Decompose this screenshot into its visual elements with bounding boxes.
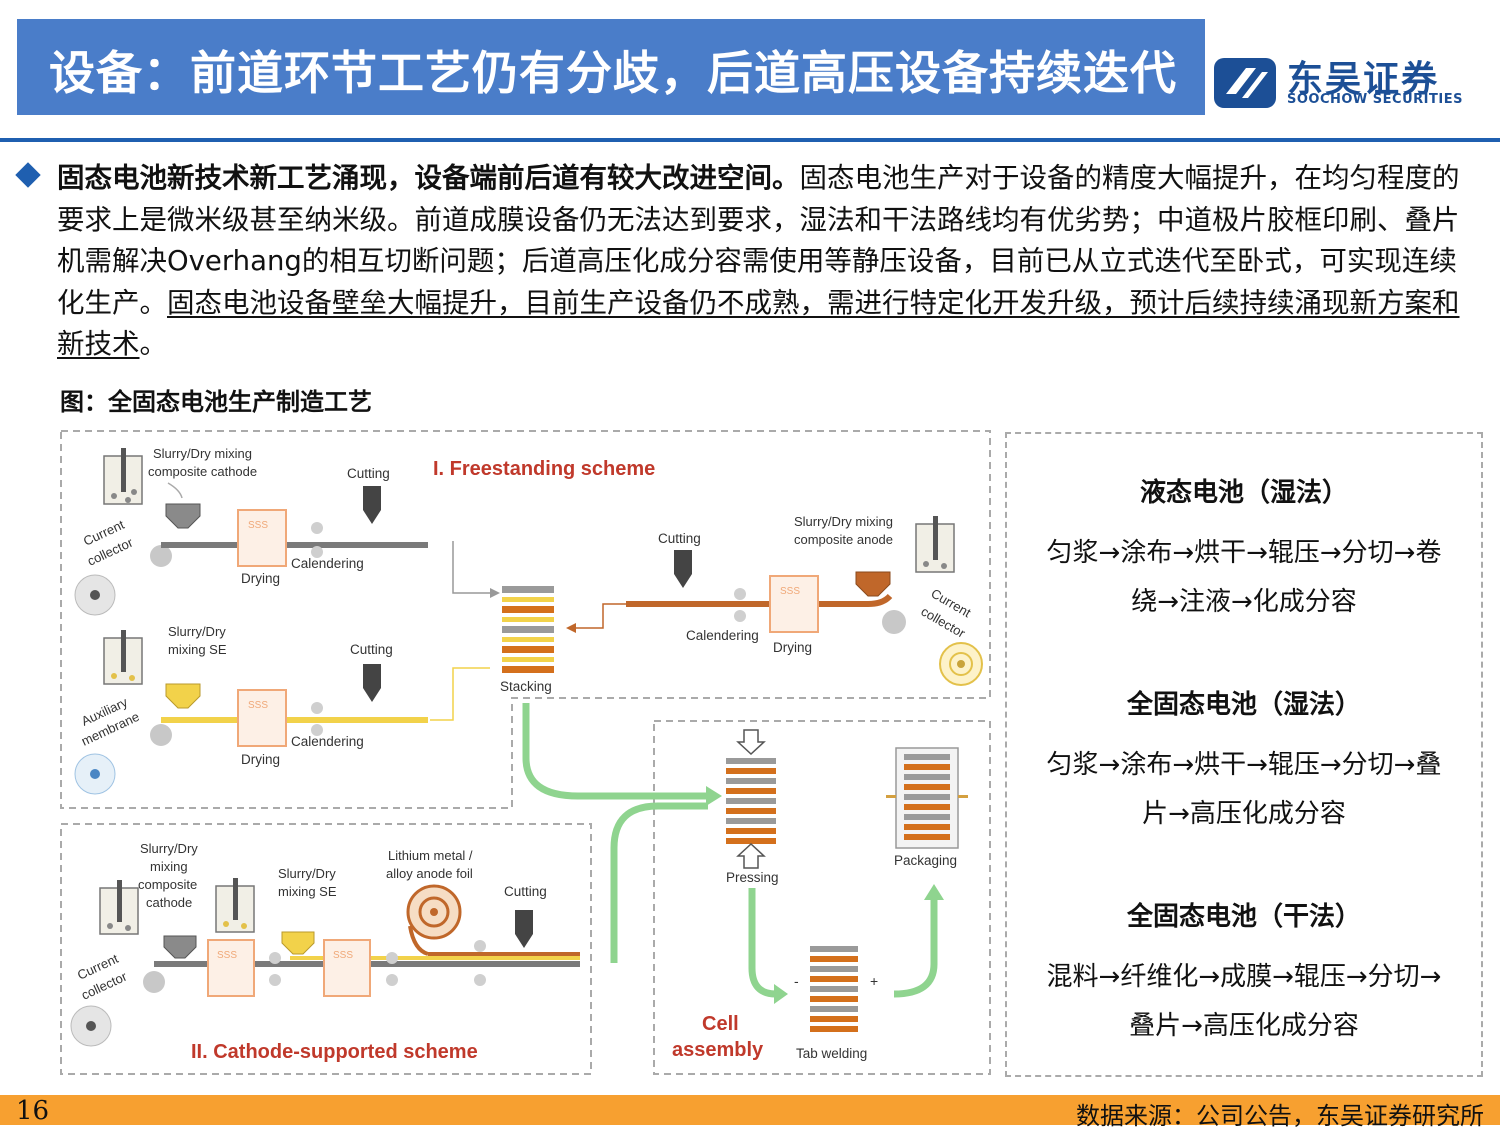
flow-arrow-to-pressing (522, 703, 708, 800)
pressing-label: Pressing (726, 870, 779, 885)
route-heading-liquid: 液态电池（湿法） (1139, 478, 1348, 508)
dryer-icon-5 (323, 939, 371, 997)
slurry-se-b-label-1: Slurry/Dry (278, 866, 336, 881)
dryer-icon (237, 509, 287, 567)
cell-assembly-label-2: assembly (672, 1039, 764, 1061)
cathode-supported-region (60, 823, 592, 1075)
flow-arrow-to-packaging (893, 898, 938, 998)
cathode-supported-scheme-title: II. Cathode-supported scheme (191, 1041, 478, 1063)
slurry-se-label-1: Slurry/Dry (168, 624, 226, 639)
dryer-sss-label-4: SSS (217, 950, 237, 961)
cathode-b-label-1: Slurry/Dry (140, 841, 198, 856)
company-logo: 东吴证券 SOOCHOW SECURITIES (1212, 50, 1492, 112)
cutter-icon-2 (363, 664, 381, 702)
cathode-b-label-3: composite (138, 877, 197, 892)
title-bar: 设备：前道环节工艺仍有分歧，后道高压设备持续迭代 (17, 19, 1205, 115)
drying-label-2: Drying (241, 752, 280, 767)
route-line-solid-dry-1: 混料→纤维化→成膜→辊压→分切→ (1046, 962, 1442, 992)
bullet-underlined: 固态电池设备壁垒大幅提升，目前生产设备仍不成熟，需进行特定化开发升级，预计后续持… (57, 286, 1460, 361)
header-rule (0, 138, 1500, 142)
press-top-arrow-icon (736, 729, 766, 756)
page-title: 设备：前道环节工艺仍有分歧，后道高压设备持续迭代 (49, 46, 1177, 100)
footer-bar (0, 1095, 1500, 1125)
dryer-icon-4 (207, 939, 255, 997)
route-heading-solid-wet: 全固态电池（湿法） (1126, 690, 1361, 720)
calendering-label-3: Calendering (686, 628, 759, 643)
cutter-icon-3 (674, 550, 692, 588)
data-source: 数据来源：公司公告，东吴证券研究所 (1076, 1102, 1484, 1130)
lithium-label-1: Lithium metal / (388, 848, 473, 863)
cutting-label-3: Cutting (658, 531, 701, 546)
logo-english: SOOCHOW SECURITIES (1287, 92, 1463, 107)
cutting-label-1: Cutting (347, 466, 390, 481)
slurry-anode-label-2: composite anode (794, 532, 893, 547)
packaging-label: Packaging (894, 853, 957, 868)
cutting-label-4: Cutting (504, 884, 547, 899)
cutter-icon-4 (515, 910, 533, 948)
bullet-body: 固态电池生产对于设备的精度大幅提升，在均匀程度的要求上是微米级甚至纳米级。前道成… (57, 162, 1460, 319)
anode-mixer-icon (915, 516, 955, 573)
stacking-label: Stacking (500, 679, 552, 694)
stacking-stack-icon (502, 586, 554, 673)
se-hopper-icon (165, 683, 201, 709)
cathode-hopper-icon (165, 503, 201, 529)
logo-name: 东吴证券 (1287, 59, 1440, 100)
slurry-se-b-label-2: mixing SE (278, 884, 337, 899)
slurry-cathode-label-2: composite cathode (148, 464, 257, 479)
slurry-se-label-2: mixing SE (168, 642, 227, 657)
se-mixer-icon (103, 630, 143, 685)
se-b-mixer-icon (215, 878, 255, 933)
freestanding-scheme-title: I. Freestanding scheme (433, 458, 655, 480)
cathode-b-hopper-icon (163, 935, 197, 959)
route-line-solid-wet-1: 匀浆→涂布→烘干→辊压→分切→叠 (1046, 750, 1442, 780)
calendering-label-1: Calendering (291, 556, 364, 571)
figure-caption: 图：全固态电池生产制造工艺 (60, 388, 372, 416)
tab-welding-label: Tab welding (796, 1046, 867, 1061)
diamond-bullet-icon (15, 162, 41, 188)
dryer-sss-label-5: SSS (333, 950, 353, 961)
bullet-lead: 固态电池新技术新工艺涌现，设备端前后道有较大改进空间。 (57, 162, 800, 194)
dryer-icon-2 (237, 689, 287, 747)
packaging-stack-icon (886, 747, 968, 849)
dryer-sss-label-3: SSS (780, 586, 800, 597)
anode-hopper-icon (855, 571, 891, 597)
cathode-b-label-2: mixing (150, 859, 188, 874)
manufacturing-process-diagram: Slurry/Dry mixing composite cathode Curr… (60, 430, 991, 1075)
process-route-panel: 液态电池（湿法） 匀浆→涂布→烘干→辊压→分切→卷 绕→注液→化成分容 全固态电… (1005, 432, 1483, 1077)
freestanding-region (60, 430, 991, 809)
minus-terminal-label: - (794, 973, 799, 989)
cell-assembly-region (653, 720, 991, 1075)
drying-label-1: Drying (241, 571, 280, 586)
route-line-solid-wet-2: 片→高压化成分容 (1142, 799, 1346, 829)
cutter-icon-1 (363, 486, 381, 524)
drying-label-3: Drying (773, 640, 812, 655)
cutting-label-2: Cutting (350, 642, 393, 657)
route-heading-solid-dry: 全固态电池（干法） (1126, 902, 1361, 932)
bullet-tail: 。 (139, 328, 168, 360)
slurry-cathode-label-1: Slurry/Dry mixing (153, 446, 252, 461)
tab-welding-stack-icon (810, 946, 858, 1032)
logo-mark-icon (1214, 58, 1276, 108)
press-bottom-arrow-icon (736, 842, 766, 869)
flow-arrow-from-cathode-scheme (610, 802, 708, 963)
cell-assembly-label-1: Cell (702, 1013, 739, 1035)
cathode-b-label-4: cathode (146, 895, 192, 910)
cathode-mixer-icon (103, 448, 143, 505)
route-line-solid-dry-2: 叠片→高压化成分容 (1129, 1011, 1359, 1041)
dryer-sss-label: SSS (248, 520, 268, 531)
route-line-liquid-2: 绕→注液→化成分容 (1131, 587, 1357, 617)
dryer-icon-3 (769, 575, 819, 633)
lithium-label-2: alloy anode foil (386, 866, 473, 881)
slurry-anode-label-1: Slurry/Dry mixing (794, 514, 893, 529)
summary-paragraph: 固态电池新技术新工艺涌现，设备端前后道有较大改进空间。固态电池生产对于设备的精度… (57, 158, 1477, 366)
plus-terminal-label: + (870, 973, 878, 989)
cathode-b-mixer-icon (99, 880, 139, 935)
calendering-label-2: Calendering (291, 734, 364, 749)
pressing-stack-icon (726, 758, 776, 844)
se-b-hopper-icon (281, 931, 315, 955)
route-line-liquid-1: 匀浆→涂布→烘干→辊压→分切→卷 (1046, 538, 1442, 568)
flow-arrow-to-welding (748, 888, 777, 998)
page-number: 16 (16, 1096, 50, 1126)
dryer-sss-label-2: SSS (248, 700, 268, 711)
